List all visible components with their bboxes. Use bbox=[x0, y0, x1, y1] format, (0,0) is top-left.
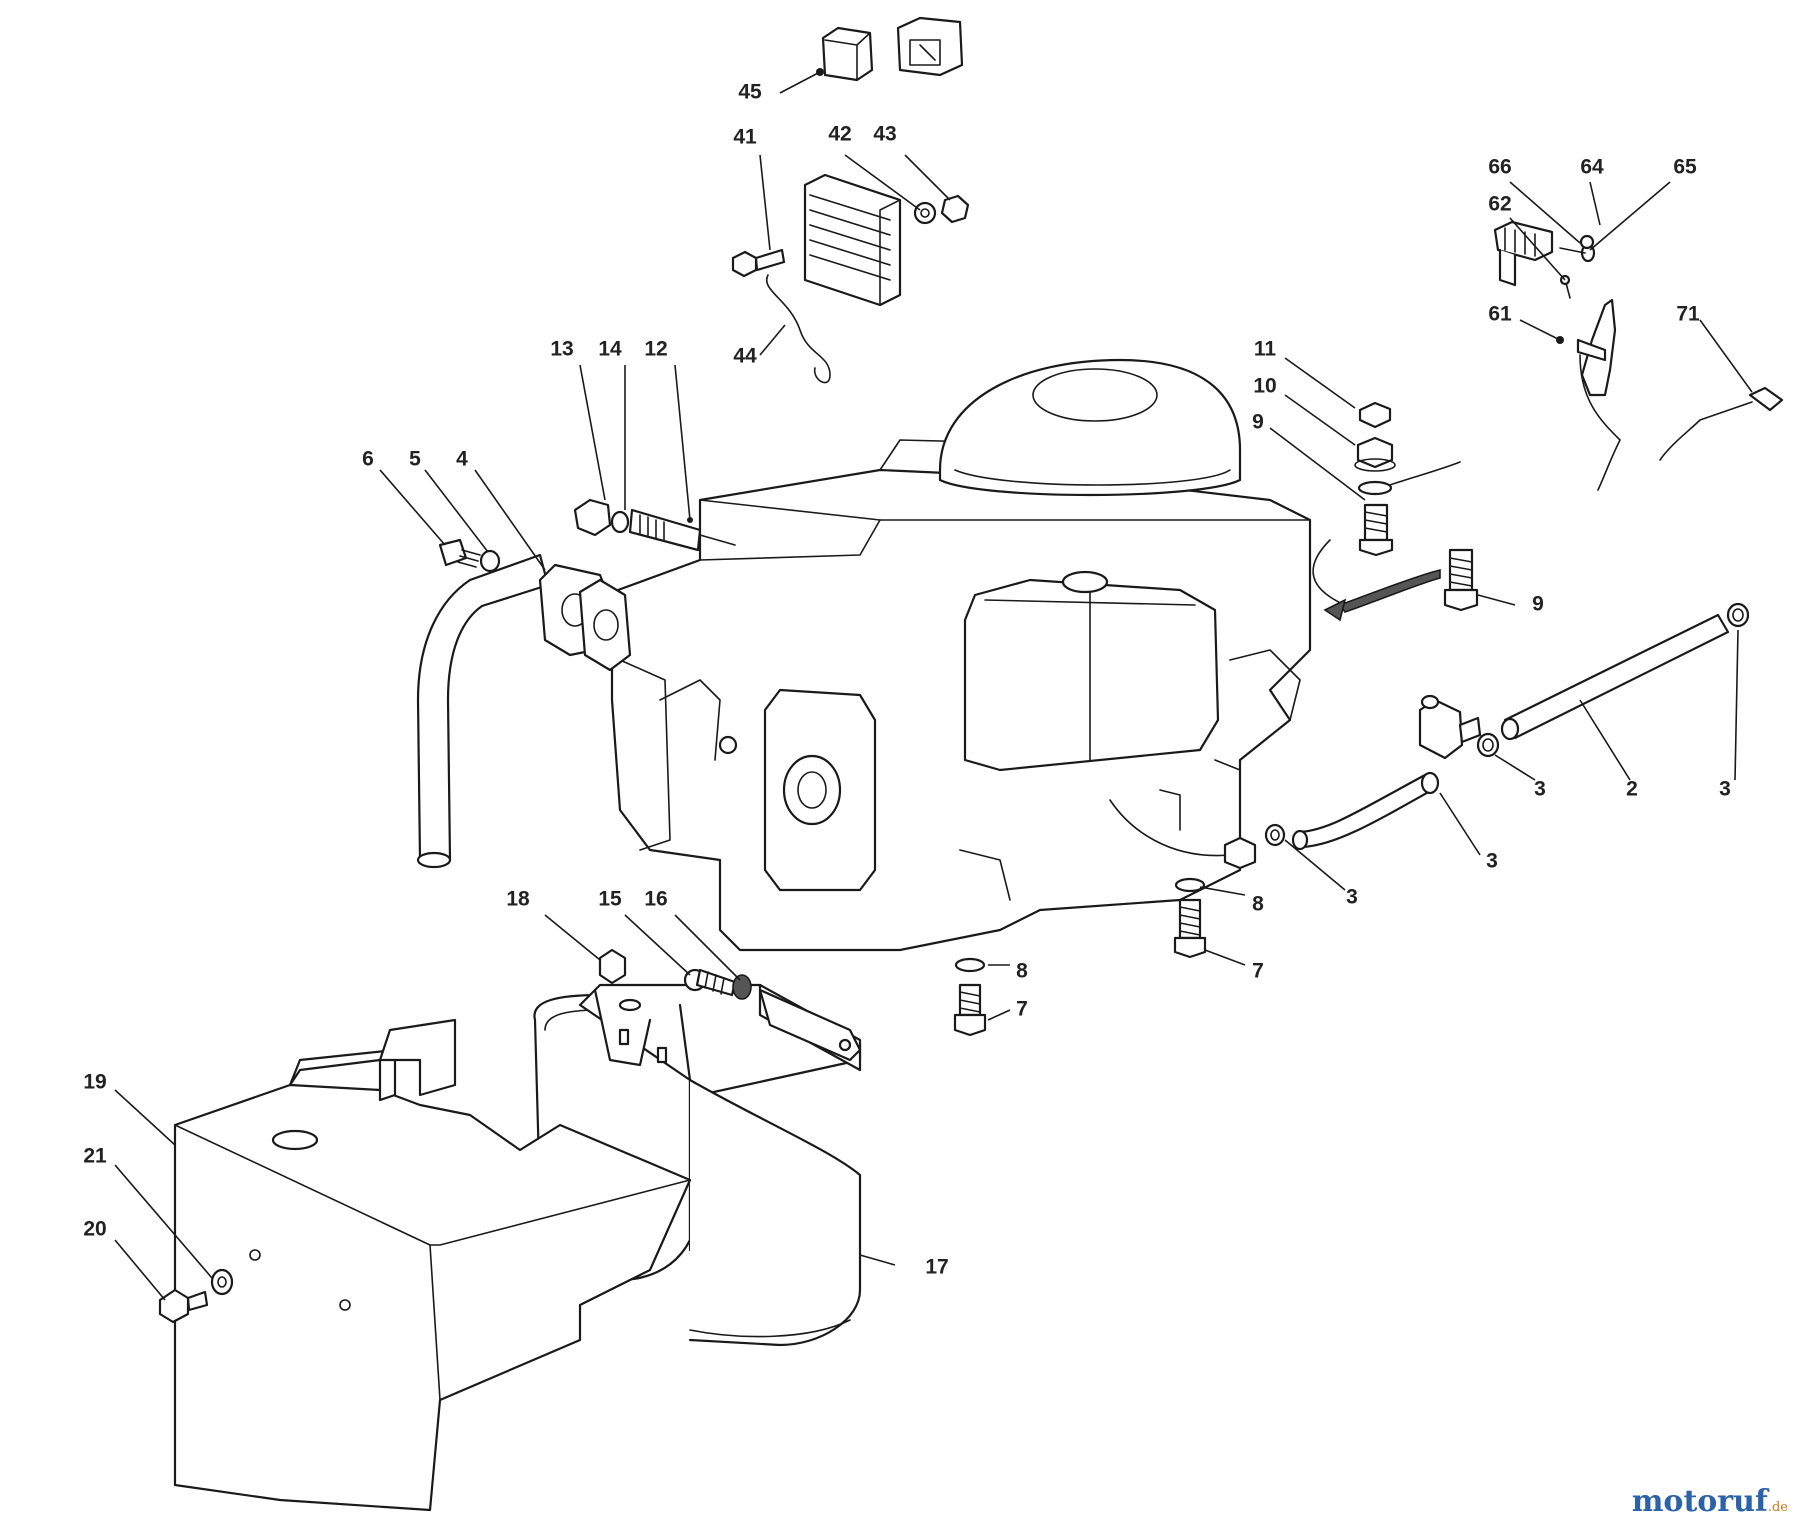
callout-2: 2 bbox=[1626, 778, 1638, 801]
callout-64: 64 bbox=[1580, 156, 1604, 179]
tank-bolt bbox=[158, 1288, 209, 1324]
regulator-nut bbox=[940, 194, 970, 224]
throttle-pin bbox=[1559, 274, 1571, 299]
callout-7-left: 7 bbox=[1016, 998, 1028, 1021]
bracket-washer bbox=[732, 974, 752, 1000]
tank-washer bbox=[210, 1268, 234, 1296]
callout-62: 62 bbox=[1488, 193, 1511, 216]
callout-21: 21 bbox=[83, 1145, 107, 1168]
brand-logo: motoruf.de bbox=[1632, 1484, 1788, 1519]
bolt-top bbox=[1358, 503, 1394, 557]
voltage-regulator bbox=[803, 173, 902, 307]
callout-3-far: 3 bbox=[1719, 778, 1731, 801]
callout-16: 16 bbox=[644, 888, 667, 911]
bolt-right bbox=[1443, 548, 1479, 612]
mount-arrow bbox=[1312, 539, 1441, 622]
relay bbox=[821, 26, 874, 82]
callout-9-top: 9 bbox=[1252, 411, 1264, 434]
callout-20: 20 bbox=[83, 1218, 106, 1241]
callout-8-right: 8 bbox=[1252, 893, 1264, 916]
callout-14: 14 bbox=[598, 338, 622, 361]
washer-right bbox=[1174, 877, 1206, 893]
fuel-clamp-engine bbox=[1264, 823, 1286, 847]
callout-18: 18 bbox=[506, 888, 530, 911]
throttle-nut bbox=[1579, 234, 1595, 250]
relay-socket bbox=[896, 16, 964, 77]
callout-45: 45 bbox=[738, 81, 762, 104]
regulator-bolt bbox=[731, 248, 786, 278]
exhaust-bolt bbox=[438, 538, 501, 573]
washer-left bbox=[954, 957, 986, 973]
throttle-lever bbox=[1576, 298, 1621, 491]
engine bbox=[610, 358, 1312, 952]
callout-17: 17 bbox=[925, 1256, 948, 1279]
callout-6: 6 bbox=[362, 448, 374, 471]
clip-nut bbox=[598, 948, 627, 985]
fuel-filter bbox=[1418, 694, 1482, 760]
callout-10: 10 bbox=[1253, 375, 1276, 398]
nut-flange bbox=[1354, 436, 1396, 472]
exhaust-pipe bbox=[416, 553, 550, 869]
callout-12: 12 bbox=[644, 338, 667, 361]
callout-5: 5 bbox=[409, 448, 421, 471]
callout-66: 66 bbox=[1488, 156, 1511, 179]
callout-41: 41 bbox=[733, 126, 757, 149]
callout-8-left: 8 bbox=[1016, 960, 1028, 983]
nut-top bbox=[1358, 401, 1392, 429]
fuel-hose-short bbox=[1291, 773, 1434, 851]
callout-15: 15 bbox=[598, 888, 622, 911]
fuel-clamp-far bbox=[1726, 602, 1750, 628]
callout-42: 42 bbox=[828, 123, 851, 146]
callout-9-right: 9 bbox=[1532, 593, 1544, 616]
callout-4: 4 bbox=[456, 448, 468, 471]
ground-wire bbox=[765, 274, 831, 384]
callout-43: 43 bbox=[873, 123, 896, 146]
callout-3-engine: 3 bbox=[1346, 886, 1358, 909]
callout-3-filter: 3 bbox=[1486, 850, 1498, 873]
fuel-clamp-near bbox=[1476, 732, 1500, 758]
fuel-hose-long bbox=[1500, 613, 1730, 741]
callout-44: 44 bbox=[733, 345, 757, 368]
callout-71: 71 bbox=[1676, 303, 1700, 326]
fuel-clamp-mid bbox=[1420, 771, 1440, 795]
fuel-tank bbox=[173, 1018, 692, 1512]
callout-3-clamp: 3 bbox=[1534, 778, 1546, 801]
callout-labels: 45 41 42 43 44 13 14 12 6 5 4 11 10 9 9 … bbox=[83, 81, 1731, 1279]
bolt-right-lower bbox=[1173, 898, 1207, 959]
wire-terminal bbox=[1357, 461, 1461, 496]
callout-19: 19 bbox=[83, 1071, 106, 1094]
choke-cable bbox=[1659, 386, 1784, 461]
bolt-left bbox=[953, 983, 987, 1037]
fuel-fitting bbox=[1223, 836, 1257, 870]
callout-65: 65 bbox=[1673, 156, 1697, 179]
brand-domain: .de bbox=[1767, 1500, 1788, 1515]
exhaust-flange bbox=[578, 578, 632, 672]
stud-assembly bbox=[573, 498, 736, 552]
brand-name: motoruf bbox=[1631, 1484, 1768, 1519]
callout-7-right: 7 bbox=[1252, 960, 1264, 983]
callout-13: 13 bbox=[550, 338, 573, 361]
leader-lines bbox=[114, 68, 1753, 1301]
regulator-washer bbox=[913, 201, 937, 225]
callout-61: 61 bbox=[1488, 303, 1512, 326]
throttle-spring-holder bbox=[1493, 220, 1554, 287]
callout-11: 11 bbox=[1254, 338, 1277, 361]
